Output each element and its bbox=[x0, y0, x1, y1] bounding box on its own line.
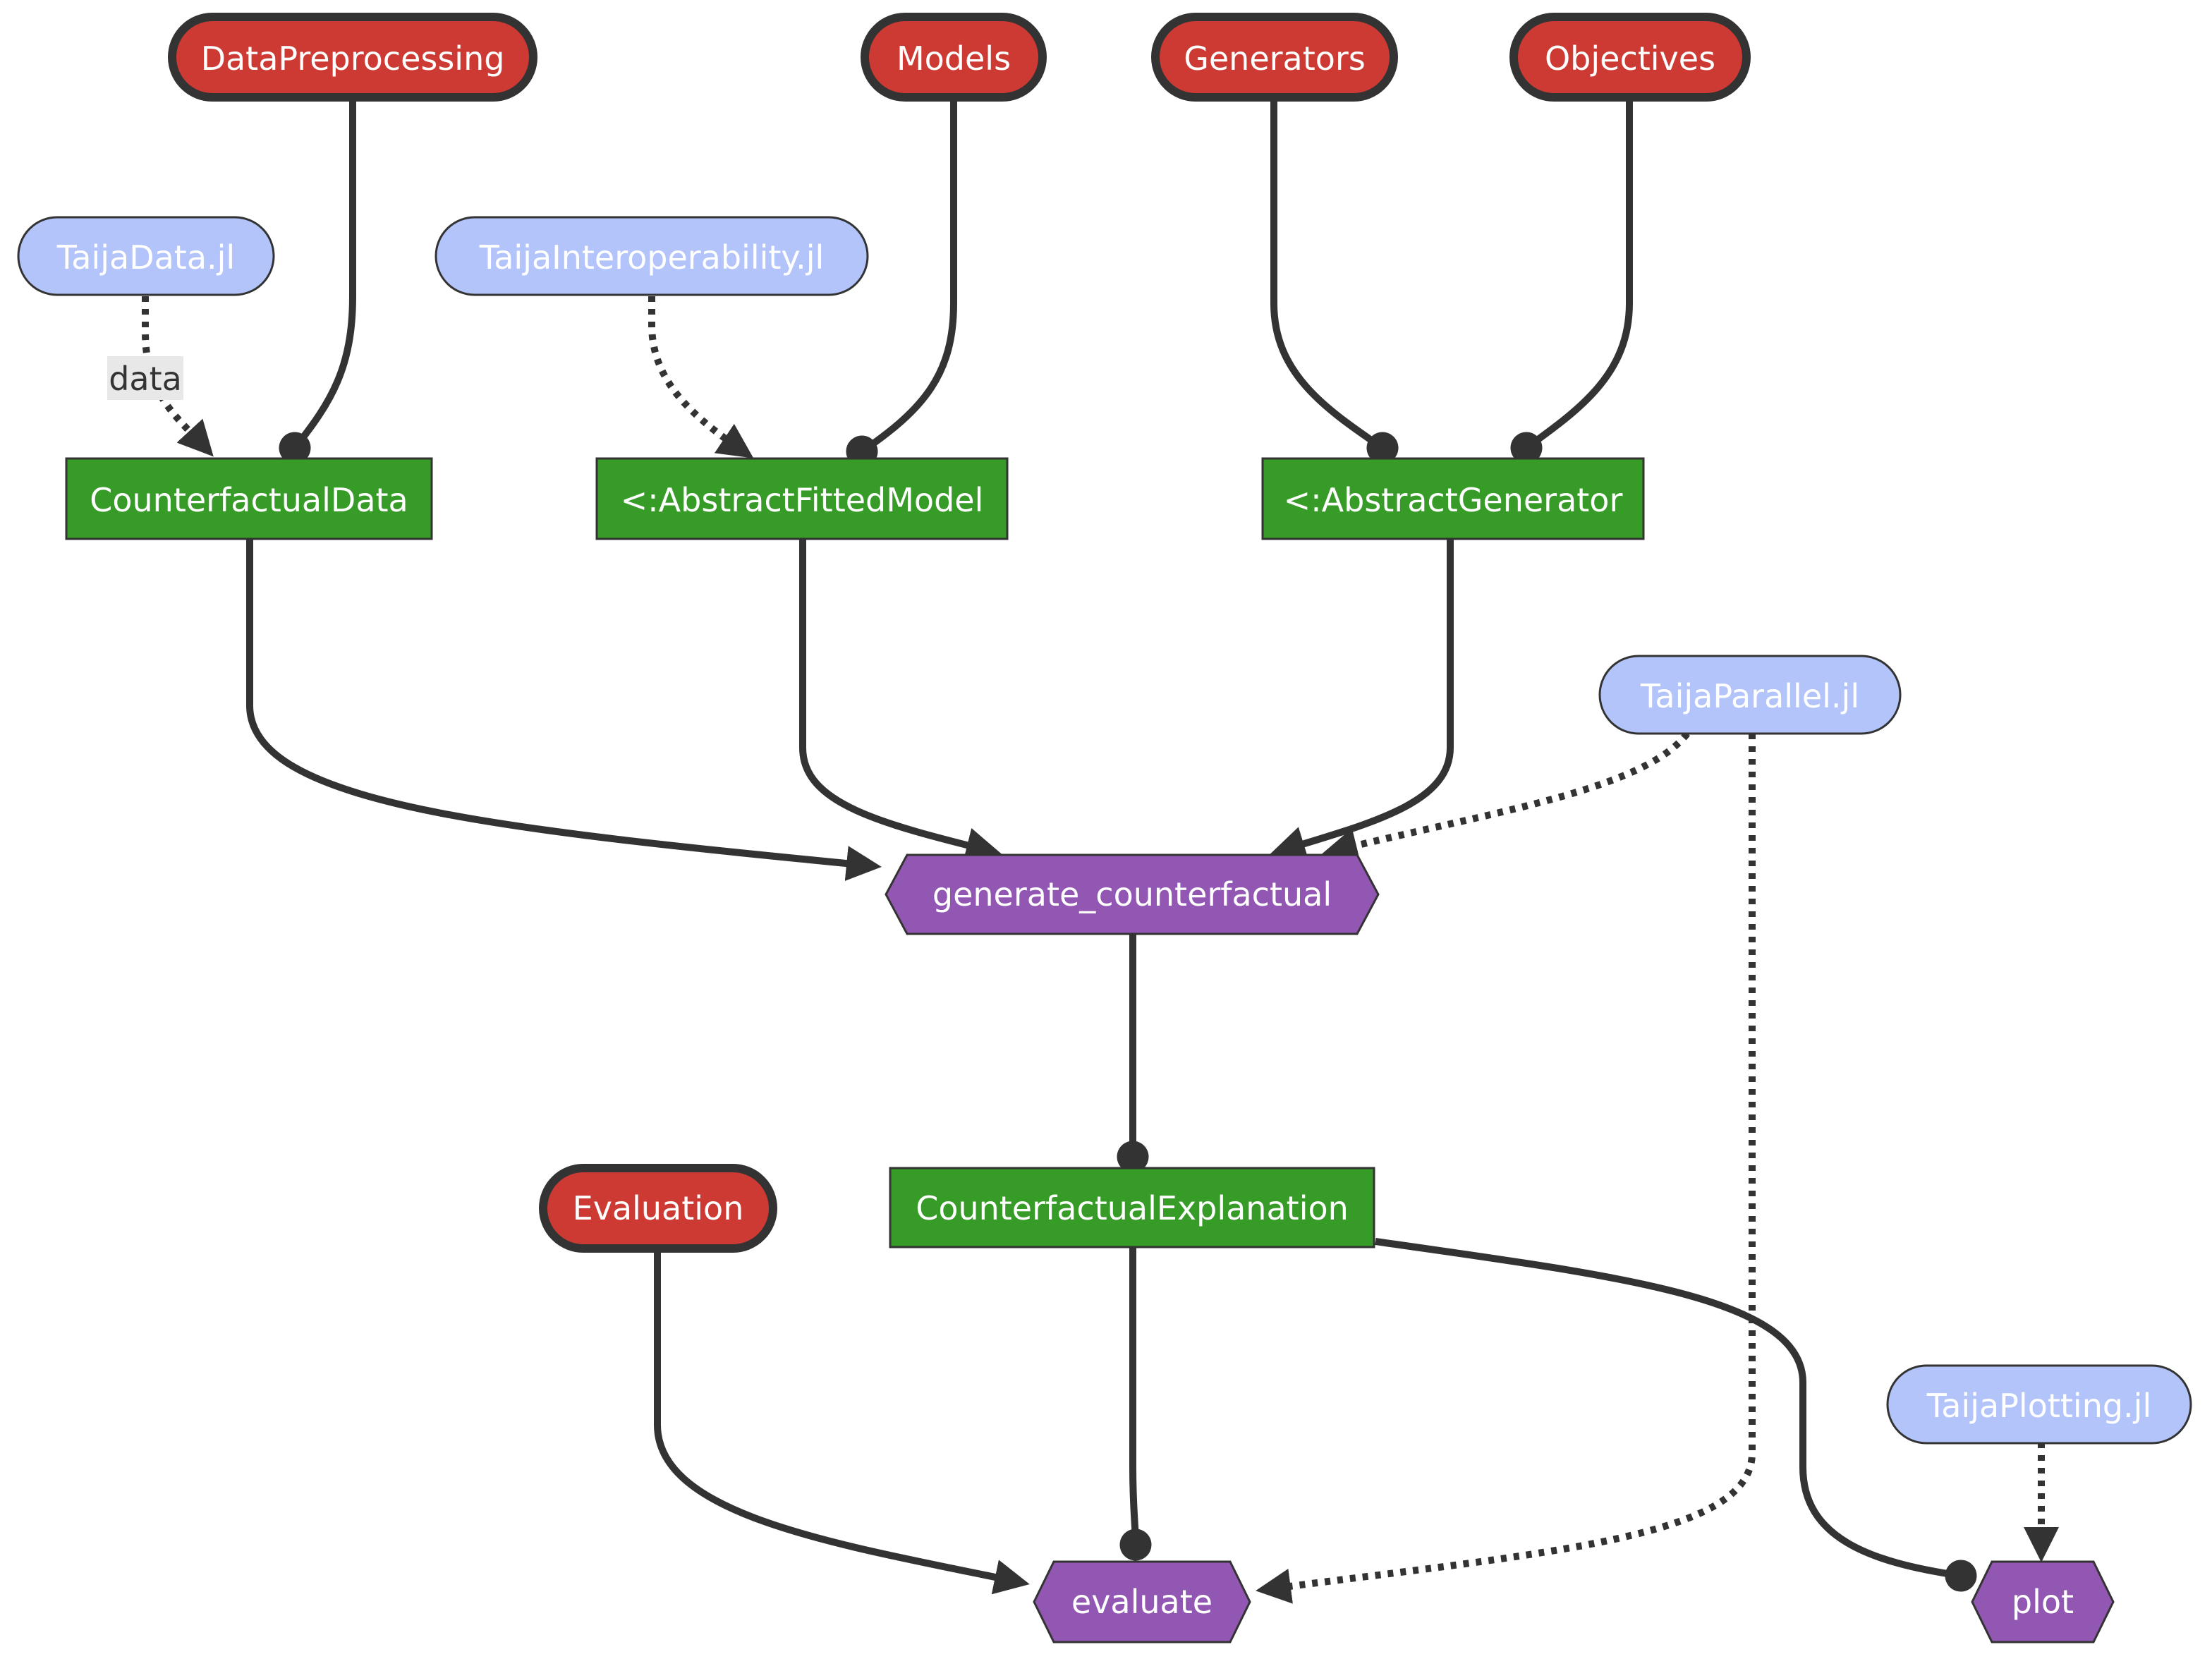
node-label-taijaPlotting: TaijaPlotting.jl bbox=[1926, 1387, 2151, 1425]
edge-abstractfittedmodel-to-generatecounterfactual bbox=[799, 540, 1002, 863]
node-abstractGenerator[interactable]: <:AbstractGenerator bbox=[1261, 457, 1645, 540]
edge-taijaparallel-to-generatecounterfactual bbox=[1322, 731, 1690, 863]
node-dataPreprocessing[interactable]: DataPreprocessing bbox=[168, 13, 537, 102]
node-plot[interactable]: plot bbox=[1971, 1560, 2115, 1643]
node-label-evaluation: Evaluation bbox=[573, 1189, 744, 1227]
node-evaluate[interactable]: evaluate bbox=[1033, 1560, 1251, 1643]
edge-models-to-abstractfittedmodel bbox=[846, 99, 957, 468]
node-label-taijaParallel: TaijaParallel.jl bbox=[1640, 677, 1859, 715]
node-evaluation[interactable]: Evaluation bbox=[539, 1164, 777, 1253]
edge-counterfactualdata-to-generatecounterfactual bbox=[246, 540, 882, 881]
node-label-evaluate: evaluate bbox=[1071, 1583, 1213, 1621]
node-generators[interactable]: Generators bbox=[1151, 13, 1398, 102]
node-counterfactualData[interactable]: CounterfactualData bbox=[65, 457, 433, 540]
node-abstractFittedModel[interactable]: <:AbstractFittedModel bbox=[595, 457, 1009, 540]
node-label-taijaInteroperability: TaijaInteroperability.jl bbox=[479, 238, 825, 276]
edge-label-data: data bbox=[107, 356, 183, 400]
node-taijaPlotting[interactable]: TaijaPlotting.jl bbox=[1886, 1364, 2192, 1445]
edge-evaluation-to-evaluate bbox=[654, 1252, 1030, 1595]
edge-taijainteroperability-to-abstractfittedmodel bbox=[648, 296, 754, 458]
node-label-dataPreprocessing: DataPreprocessing bbox=[201, 40, 505, 78]
edge-label-data-text: data bbox=[109, 360, 182, 398]
node-label-abstractFittedModel: <:AbstractFittedModel bbox=[621, 481, 984, 519]
node-taijaData[interactable]: TaijaData.jl bbox=[17, 216, 275, 296]
node-counterfactualExplanation[interactable]: CounterfactualExplanation bbox=[889, 1167, 1375, 1248]
node-taijaInteroperability[interactable]: TaijaInteroperability.jl bbox=[435, 216, 869, 296]
node-label-generateCounterfactual: generate_counterfactual bbox=[932, 875, 1332, 913]
node-label-counterfactualExplanation: CounterfactualExplanation bbox=[916, 1189, 1349, 1227]
edge-abstractgenerator-to-generatecounterfactual bbox=[1270, 540, 1454, 861]
node-models[interactable]: Models bbox=[861, 13, 1047, 102]
node-label-models: Models bbox=[897, 40, 1011, 78]
edge-counterfactualexplanation-to-evaluate bbox=[1119, 1247, 1152, 1561]
edge-generators-to-abstractgenerator bbox=[1270, 99, 1399, 464]
node-label-plot: plot bbox=[2012, 1583, 2074, 1621]
edge-counterfactualexplanation-to-plot bbox=[1375, 1238, 1977, 1592]
node-objectives[interactable]: Objectives bbox=[1509, 13, 1751, 102]
node-taijaParallel[interactable]: TaijaParallel.jl bbox=[1598, 655, 1902, 735]
edge-objectives-to-abstractgenerator bbox=[1510, 99, 1633, 464]
node-label-abstractGenerator: <:AbstractGenerator bbox=[1284, 481, 1623, 519]
node-label-counterfactualData: CounterfactualData bbox=[90, 481, 408, 519]
node-label-taijaData: TaijaData.jl bbox=[56, 238, 235, 276]
edge-datapreprocessing-to-counterfactualdata bbox=[279, 99, 356, 464]
node-generateCounterfactual[interactable]: generate_counterfactual bbox=[885, 853, 1380, 935]
node-label-generators: Generators bbox=[1184, 40, 1366, 78]
node-label-objectives: Objectives bbox=[1545, 40, 1715, 78]
